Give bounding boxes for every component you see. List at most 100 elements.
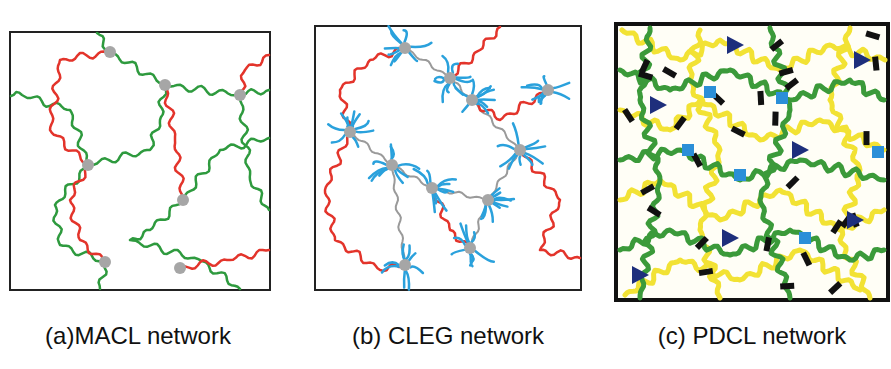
- grafted-brush: [397, 169, 408, 177]
- grafted-brush: [472, 232, 475, 242]
- crosslink-dash: [766, 237, 769, 251]
- square-crosslink: [776, 92, 788, 104]
- grafted-brush: [456, 88, 468, 96]
- grafted-brush: [452, 64, 458, 73]
- grafted-brush: [443, 84, 449, 102]
- grafted-brush: [328, 124, 344, 130]
- grafted-brush: [385, 47, 399, 50]
- chain-green: [620, 230, 884, 260]
- crosslink-dash: [757, 91, 764, 105]
- chain-red: [165, 85, 184, 200]
- panel-caption: (a)MACL network: [45, 322, 231, 351]
- chain-green: [53, 85, 166, 289]
- square-crosslink: [704, 86, 716, 98]
- crosslink-dot: [399, 42, 411, 54]
- grafted-brush: [341, 114, 348, 127]
- crosslink-dot: [177, 194, 189, 206]
- crosslink-dash: [732, 128, 745, 134]
- grafted-brush: [414, 169, 428, 184]
- triangle-crosslink: [722, 229, 739, 247]
- square-crosslink: [872, 146, 884, 158]
- chain-red: [50, 52, 110, 165]
- chain-green: [639, 28, 660, 298]
- grafted-brush: [403, 271, 406, 288]
- grafted-brush: [347, 118, 349, 127]
- grafted-brush: [438, 184, 450, 187]
- grafted-brush: [406, 271, 409, 290]
- crosslink-dash: [625, 110, 633, 122]
- crosslink-dot: [174, 262, 186, 274]
- grafted-brush: [554, 92, 570, 99]
- crosslink-dash: [833, 221, 841, 233]
- square-crosslink: [734, 169, 746, 181]
- grafted-brush: [544, 76, 547, 84]
- panel-frame: [315, 26, 581, 290]
- crosslink-dash: [788, 178, 798, 188]
- panel-frame: [10, 32, 270, 290]
- grafted-brush: [382, 266, 399, 272]
- crosslink-dot: [482, 194, 494, 206]
- panel-frame: [616, 24, 888, 300]
- triangle-crosslink: [847, 211, 864, 229]
- triangle-crosslink: [854, 51, 871, 69]
- grafted-brush: [411, 43, 432, 47]
- chain-green: [97, 33, 269, 95]
- chain-red: [450, 27, 500, 78]
- grafted-brush: [456, 79, 471, 82]
- crosslink-dot: [514, 144, 526, 156]
- crosslink-dash: [697, 238, 707, 248]
- cleg-network: [325, 26, 580, 289]
- crosslink-dot: [386, 159, 398, 171]
- grafted-brush: [470, 254, 473, 265]
- crosslink-dash: [639, 74, 652, 78]
- backbone: [405, 48, 520, 248]
- grafted-brush: [351, 111, 354, 126]
- grafted-brush: [454, 238, 465, 245]
- panel-caption: (c) PDCL network: [658, 322, 846, 351]
- crosslink-dash: [771, 41, 782, 50]
- grafted-brush: [443, 56, 449, 72]
- grafted-brush: [435, 77, 444, 79]
- chain-red: [520, 150, 580, 259]
- grafted-brush: [500, 154, 515, 167]
- triangle-crosslink: [792, 141, 809, 159]
- crosslink-dot: [426, 182, 438, 194]
- crosslink-dash: [780, 283, 794, 290]
- grafted-brush: [494, 198, 514, 201]
- grafted-brush: [452, 250, 465, 254]
- triangle-crosslink: [650, 96, 667, 114]
- grafted-brush: [390, 145, 393, 159]
- crosslink-dash: [642, 186, 654, 193]
- grafted-brush: [389, 26, 402, 43]
- crosslink-dot: [444, 72, 456, 84]
- crosslink-dot: [99, 256, 111, 268]
- grafted-brush: [475, 251, 494, 262]
- crosslink-dot: [104, 46, 116, 58]
- grafted-brush: [332, 135, 345, 143]
- grafted-brush: [391, 31, 401, 43]
- chain-red: [325, 132, 405, 271]
- grafted-brush: [493, 193, 500, 197]
- grafted-brush: [522, 87, 542, 89]
- grafted-brush: [462, 104, 468, 111]
- crosslink-dash: [699, 271, 713, 273]
- grafted-brush: [406, 246, 409, 260]
- crosslink-dash: [803, 253, 809, 266]
- grafted-brush: [489, 206, 493, 222]
- grafted-brush: [493, 203, 500, 207]
- crosslink-dot: [399, 259, 411, 271]
- chain-green: [183, 138, 269, 200]
- grafted-brush: [525, 141, 538, 148]
- chain-green: [760, 28, 790, 298]
- square-crosslink: [682, 144, 694, 156]
- crosslink-dot: [159, 79, 171, 91]
- chain-red: [340, 48, 405, 132]
- crosslink-dot: [234, 89, 246, 101]
- crosslink-dot: [82, 159, 94, 171]
- crosslink-dash: [664, 69, 676, 76]
- crosslink-dash: [779, 70, 793, 74]
- grafted-brush: [438, 189, 453, 192]
- chain-yellow: [625, 250, 860, 295]
- chain-green: [130, 200, 240, 289]
